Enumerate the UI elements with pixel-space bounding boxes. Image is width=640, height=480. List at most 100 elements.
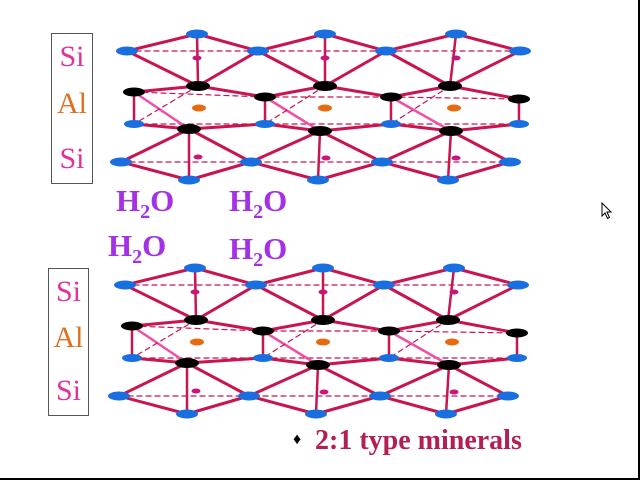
oxygen-atom xyxy=(184,263,206,273)
bond-line xyxy=(256,49,327,88)
bond-line xyxy=(117,394,189,416)
bond-line xyxy=(187,127,253,164)
bond-line xyxy=(314,394,382,416)
bond-line xyxy=(448,84,521,101)
hydroxyl-atom xyxy=(311,315,335,325)
aluminum-atom xyxy=(445,338,459,346)
hydroxyl-atom xyxy=(378,326,400,336)
hydroxyl-atom xyxy=(254,92,276,102)
bond-line xyxy=(185,394,251,416)
si-bottom-label: Si xyxy=(55,374,82,407)
bond-line xyxy=(380,160,450,182)
oxygen-atom xyxy=(507,354,527,362)
aluminum-atom xyxy=(447,104,461,112)
hydroxyl-atom xyxy=(175,358,199,368)
hydroxyl-atom xyxy=(186,81,210,91)
bond-line xyxy=(390,96,520,100)
hydroxyl-atom xyxy=(506,328,528,338)
oxygen-atom xyxy=(124,120,144,128)
bond-line xyxy=(247,363,320,398)
bond-line xyxy=(323,49,388,88)
bond-line xyxy=(187,160,253,182)
si-top-label: Si xyxy=(59,40,85,73)
bond-line xyxy=(254,266,325,287)
hydroxyl-atom xyxy=(123,87,145,97)
bond-line xyxy=(249,129,322,164)
oxygen-atom xyxy=(509,46,531,56)
oxygen-atom xyxy=(437,175,459,185)
oxygen-atom xyxy=(507,280,529,290)
bond-line xyxy=(247,394,318,416)
oxygen-atom xyxy=(373,280,395,290)
hydroxyl-atom xyxy=(308,126,332,136)
water-molecule: H2O xyxy=(229,183,288,224)
silicon-atom xyxy=(451,55,461,61)
bond-line xyxy=(316,363,382,398)
bond-line xyxy=(446,318,519,335)
bond-line xyxy=(263,95,322,133)
oxygen-atom xyxy=(314,29,336,39)
oxygen-atom xyxy=(114,280,136,290)
silicon-atom xyxy=(451,155,461,161)
oxygen-atom xyxy=(247,46,269,56)
bond-line xyxy=(131,319,197,359)
bond-line xyxy=(196,84,267,99)
layer-label-box-bottom: Si Al Si xyxy=(48,268,89,416)
oxygen-atom xyxy=(375,46,397,56)
oxygen-atom xyxy=(312,263,334,273)
bond-line xyxy=(446,129,453,182)
bond-line xyxy=(123,266,197,287)
oxygen-atom xyxy=(379,354,399,362)
bond-line xyxy=(389,95,453,133)
oxygen-atom xyxy=(108,391,130,401)
bond-line xyxy=(196,49,260,88)
hydroxyl-atom xyxy=(313,81,337,91)
oxygen-atom xyxy=(381,120,401,128)
bond-line xyxy=(185,356,265,365)
bond-line xyxy=(125,49,200,88)
si-top-label: Si xyxy=(55,275,82,308)
oxygen-atom xyxy=(122,354,142,362)
bond-line xyxy=(323,32,388,53)
bond-line xyxy=(316,129,322,182)
bond-line xyxy=(256,32,327,53)
bond-line xyxy=(316,160,384,182)
oxygen-atom xyxy=(238,391,260,401)
bond-line xyxy=(321,283,386,322)
bond-line xyxy=(316,356,391,367)
bond-line xyxy=(132,90,191,131)
oxygen-atom xyxy=(371,157,393,167)
hydroxyl-atom xyxy=(438,81,462,91)
bond-line xyxy=(387,329,451,367)
hydroxyl-atom xyxy=(437,360,461,370)
oxygen-atom xyxy=(186,29,208,39)
bond-line xyxy=(187,122,267,131)
oxygen-atom xyxy=(443,263,465,273)
hydroxyl-atom xyxy=(177,124,201,134)
hydroxyl-atom xyxy=(436,315,460,325)
silicon-atom xyxy=(449,389,459,395)
bond-line xyxy=(133,91,266,98)
caption: ♦2:1 type minerals xyxy=(293,424,522,460)
al-label: Al xyxy=(53,321,84,354)
silicon-atom xyxy=(191,388,201,394)
bond-line xyxy=(448,32,458,88)
bond-line xyxy=(378,394,448,416)
tot-layer-bottom xyxy=(108,263,529,419)
bond-line xyxy=(254,283,325,322)
bond-line xyxy=(448,49,522,88)
oxygen-atom xyxy=(116,46,138,56)
silicon-atom xyxy=(321,155,331,161)
hydroxyl-atom xyxy=(184,315,208,325)
silicon-atom xyxy=(320,55,330,61)
bond-line xyxy=(314,363,320,416)
mouse-pointer-icon xyxy=(601,201,613,224)
bullet-diamond-icon: ♦ xyxy=(293,430,302,448)
bond-line xyxy=(321,266,386,287)
aluminum-atom xyxy=(192,104,206,112)
oxygen-atom xyxy=(255,120,275,128)
hydroxyl-atom xyxy=(439,126,463,136)
bond-line xyxy=(447,363,510,398)
bond-line xyxy=(262,319,324,359)
